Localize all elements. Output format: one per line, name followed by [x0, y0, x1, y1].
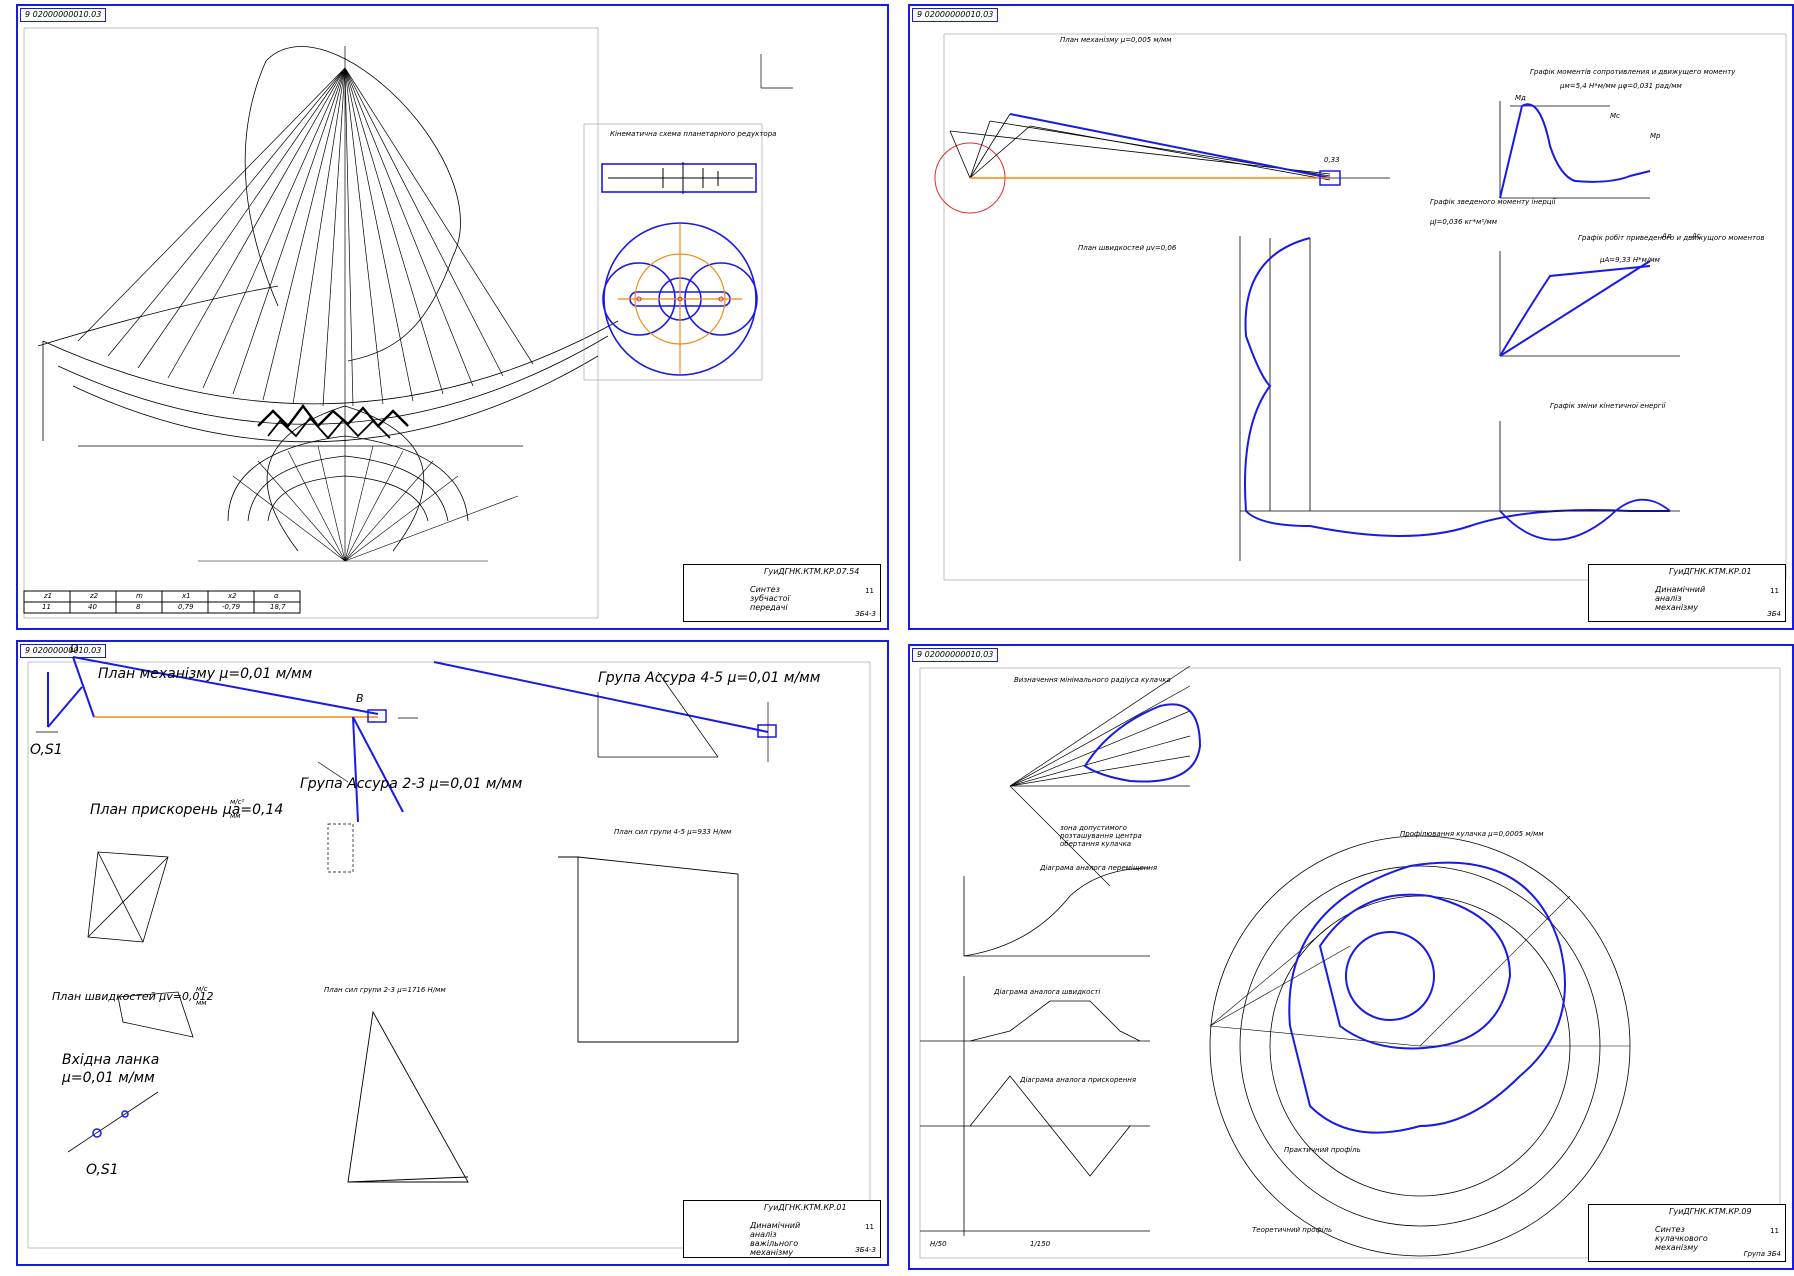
title-block-title: Динамічний аналіз механізму	[1655, 585, 1706, 612]
label-ac: Ас	[1692, 232, 1701, 240]
title-block: ГуиДГНК.КТМ.КР.09 Синтез кулачкового мех…	[1588, 1204, 1786, 1262]
table-h-z1: z1	[44, 592, 53, 600]
velocity-analog-label: Діаграма аналога швидкості	[994, 988, 1101, 996]
table-v-alpha: 18,7	[270, 603, 286, 611]
table-h-alpha: α	[274, 592, 279, 600]
title-block-title: Синтез кулачкового механізму	[1655, 1225, 1708, 1252]
point-d-label: D	[70, 642, 79, 655]
forces23-label: План сил групи 2-3 µ=1716 Н/мм	[324, 986, 446, 994]
point-b-label: B	[356, 692, 364, 705]
title-block-code: ГуиДГНК.КТМ.КР.01	[1669, 567, 1752, 576]
forces45-label: План сил групи 4-5 µ=933 Н/мм	[614, 828, 732, 836]
dynamics-drawing	[934, 33, 1787, 581]
table-v-z1: 11	[42, 603, 51, 611]
table-h-x1: x1	[182, 592, 191, 600]
lever-drawing	[27, 656, 871, 1249]
title-block-sheet: 11	[1770, 587, 1779, 595]
sheet-lever-analysis: 9 02000000010.03	[16, 640, 889, 1266]
label-mc: Mc	[1610, 112, 1620, 120]
profiling-label: Профілювання кулачка µ=0,0005 м/мм	[1400, 830, 1544, 838]
group23-label: Група Ассура 2-3 µ=0,01 м/мм	[300, 776, 523, 792]
table-h-x2: x2	[228, 592, 237, 600]
energy-title: Графік зміни кінетичної енергії	[1550, 402, 1666, 410]
gear-drawing	[23, 27, 793, 619]
group45-label: Група Ассура 4-5 µ=0,01 м/мм	[598, 670, 821, 686]
label-md: Mд	[1515, 94, 1526, 102]
input-link-label: Вхідна ланка	[62, 1052, 160, 1068]
title-block-code: ГуиДГНК.КТМ.КР.01	[764, 1203, 847, 1212]
speed-unit: м/с	[196, 985, 208, 993]
title-block: ГуиДГНК.КТМ.КР.01 Динамічний аналіз важі…	[683, 1200, 881, 1258]
label-b: 0,33	[1324, 156, 1340, 164]
theoretical-profile-label: Теоретичний профіль	[1252, 1226, 1333, 1234]
kinematic-title: Кінематична схема планетарного редуктора	[610, 130, 777, 138]
sheet-tag: 9 02000000010.03	[912, 648, 999, 662]
plan-label: План механізму µ=0,005 м/мм	[1060, 36, 1172, 44]
velocity-plan-label: План швидкостей µv=0,06	[1078, 244, 1177, 252]
table-v-z2: 40	[88, 603, 97, 611]
accel-analog-label: Діаграма аналога прискорення	[1020, 1076, 1137, 1084]
cam-drawing	[919, 665, 1781, 1259]
os1-label: O,S1	[30, 742, 63, 758]
title-block-sheet: 11	[1770, 1227, 1779, 1235]
speed-label: План швидкостей µv=0,012	[52, 990, 214, 1003]
label-mp: Mp	[1650, 132, 1661, 140]
length-label-2: 1/150	[1030, 1240, 1051, 1248]
table-h-z2: z2	[90, 592, 99, 600]
length-label-1: H/50	[930, 1240, 947, 1248]
os1b-label: O,S1	[86, 1162, 119, 1178]
sheet-tag: 9 02000000010.03	[912, 8, 999, 22]
title-block-title: Динамічний аналіз важільного механізму	[750, 1221, 801, 1257]
input-scale-label: µ=0,01 м/мм	[62, 1070, 155, 1086]
zone-label: Визначення мінімального радіуса кулачка	[1014, 676, 1171, 684]
speed-unit2: мм	[196, 999, 207, 1007]
moment-scale: µм=5,4 Н*м/мм µφ=0,031 рад/мм	[1560, 82, 1682, 90]
sheet-tag: 9 02000000010.03	[20, 8, 107, 22]
table-v-x2: -0,79	[222, 603, 241, 611]
title-block: ГуиДГНК.КТМ.КР.07.54 Синтез зубчастої пе…	[683, 564, 881, 622]
table-h-m: m	[136, 592, 143, 600]
table-v-x1: 0,79	[178, 603, 194, 611]
title-block-sheet: 11	[865, 587, 874, 595]
sheet-gear-synthesis: 9 02000000010.03	[16, 4, 889, 630]
sheet-tag: 9 02000000010.03	[20, 644, 107, 658]
moment-title: Графік моментів сопротивления и движущег…	[1530, 68, 1736, 76]
sheet-dynamic-analysis: 9 02000000010.03	[908, 4, 1794, 630]
label-ad: Ад	[1662, 232, 1672, 240]
region-label: зона допустимого розташування центра обе…	[1060, 824, 1142, 848]
plan-label: План механізму µ=0,01 м/мм	[98, 666, 313, 682]
displacement-label: Діаграма аналога переміщення	[1040, 864, 1158, 872]
title-block-group: ЗБ4-3	[855, 610, 876, 618]
table-v-m: 8	[136, 603, 141, 611]
title-block-group: ЗБ4	[1767, 610, 1781, 618]
title-block-code: ГуиДГНК.КТМ.КР.09	[1669, 1207, 1752, 1216]
inertia-title: Графік зведеного моменту інерції	[1430, 198, 1556, 206]
title-block-group: ЗБ4-3	[855, 1246, 876, 1254]
work-title: Графік робіт приведеного и движущого мом…	[1578, 234, 1765, 242]
title-block-code: ГуиДГНК.КТМ.КР.07.54	[764, 567, 860, 576]
title-block: ГуиДГНК.КТМ.КР.01 Динамічний аналіз меха…	[1588, 564, 1786, 622]
title-block-title: Синтез зубчастої передачі	[750, 585, 790, 612]
accel-unit2: мм	[230, 812, 241, 820]
accel-label: План прискорень µa=0,14	[90, 802, 284, 818]
sheet-cam-synthesis: 9 02000000010.03	[908, 644, 1794, 1270]
inertia-scale: µJ=0,036 кг*м²/мм	[1430, 218, 1498, 226]
practical-profile-label: Практичний профіль	[1284, 1146, 1361, 1154]
title-block-group: Група ЗБ4	[1743, 1250, 1781, 1258]
title-block-sheet: 11	[865, 1223, 874, 1231]
accel-unit: м/с²	[230, 798, 245, 806]
work-scale: µA=9,33 Н*м/мм	[1600, 256, 1660, 264]
